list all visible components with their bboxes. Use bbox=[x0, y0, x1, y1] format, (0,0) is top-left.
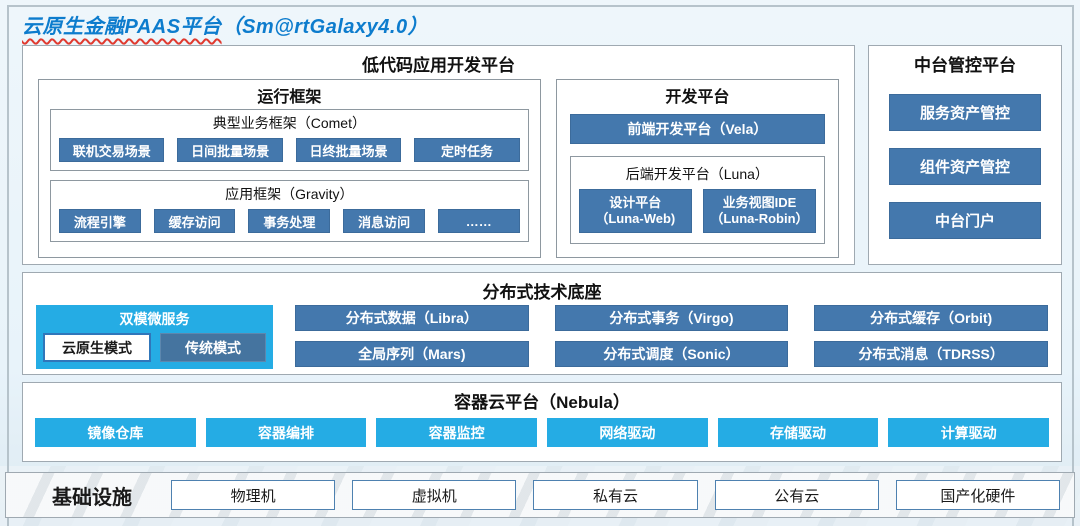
dev-platform-panel: 开发平台 前端开发平台（Vela） 后端开发平台（Luna） 设计平台 （Lun… bbox=[555, 79, 839, 258]
container-monitoring-block: 容器监控 bbox=[376, 418, 538, 447]
distributed-data-libra-block: 分布式数据（Libra） bbox=[295, 305, 529, 331]
gravity-framework-panel: 应用框架（Gravity） 流程引擎 缓存访问 事务处理 消息访问 …… bbox=[50, 180, 529, 242]
luna-web-label: 设计平台 bbox=[609, 194, 662, 210]
gravity-block-message-access: 消息访问 bbox=[343, 209, 425, 233]
component-asset-control-block: 组件资产管控 bbox=[889, 148, 1041, 185]
compute-driver-block: 计算驱动 bbox=[888, 418, 1050, 447]
distributed-scheduler-sonic-block: 分布式调度（Sonic） bbox=[554, 341, 789, 367]
gravity-block-process-engine: 流程引擎 bbox=[59, 209, 141, 233]
container-cloud-panel: 容器云平台（Nebula） 镜像仓库 容器编排 容器监控 网络驱动 存储驱动 计… bbox=[22, 382, 1062, 462]
dual-mode-title: 双模微服务 bbox=[119, 311, 190, 327]
image-registry-block: 镜像仓库 bbox=[35, 418, 196, 447]
lowcode-platform-title: 低代码应用开发平台 bbox=[362, 56, 515, 75]
distributed-base-title: 分布式技术底座 bbox=[482, 283, 602, 302]
infrastructure-strip: 基础设施 物理机 虚拟机 私有云 公有云 国产化硬件 bbox=[5, 472, 1075, 518]
page-title: 云原生金融PAAS平台（Sm@rtGalaxy4.0） bbox=[22, 10, 428, 39]
public-cloud-block: 公有云 bbox=[714, 480, 879, 510]
container-orchestration-block: 容器编排 bbox=[205, 418, 367, 447]
distributed-services-grid: 分布式数据（Libra） 分布式事务（Virgo) 分布式缓存（Orbit) 全… bbox=[295, 305, 1048, 369]
comet-framework-panel: 典型业务框架（Comet） 联机交易场景 日间批量场景 日终批量场景 定时任务 bbox=[50, 109, 529, 171]
comet-block-eod-batch: 日终批量场景 bbox=[295, 138, 402, 162]
virtual-machine-block: 虚拟机 bbox=[352, 480, 517, 510]
distributed-message-tdrss-block: 分布式消息（TDRSS） bbox=[814, 341, 1048, 367]
comet-block-scheduled-task: 定时任务 bbox=[414, 138, 520, 162]
global-sequence-mars-block: 全局序列（Mars) bbox=[295, 341, 529, 367]
vela-frontend-block: 前端开发平台（Vela） bbox=[569, 114, 825, 144]
comet-block-daytime-batch: 日间批量场景 bbox=[177, 138, 283, 162]
network-driver-block: 网络驱动 bbox=[547, 418, 708, 447]
service-asset-control-block: 服务资产管控 bbox=[889, 94, 1041, 131]
luna-backend-title: 后端开发平台（Luna） bbox=[625, 166, 769, 182]
runtime-framework-title: 运行框架 bbox=[257, 89, 322, 106]
gravity-framework-title: 应用框架（Gravity） bbox=[225, 186, 354, 202]
dev-platform-title: 开发平台 bbox=[665, 89, 730, 106]
page-title-suffix: （Sm@rtGalaxy4.0） bbox=[221, 16, 429, 38]
page-title-main: 云原生金融PAAS平台 bbox=[22, 16, 222, 38]
infrastructure-title: 基础设施 bbox=[52, 486, 132, 509]
distributed-transaction-virgo-block: 分布式事务（Virgo) bbox=[554, 305, 789, 331]
domestic-hardware-block: 国产化硬件 bbox=[895, 480, 1061, 510]
luna-web-block: 设计平台 （Luna-Web) bbox=[578, 189, 692, 233]
middle-platform-panel: 中台管控平台 服务资产管控 组件资产管控 中台门户 bbox=[868, 45, 1062, 265]
luna-backend-panel: 后端开发平台（Luna） 设计平台 （Luna-Web) 业务视图IDE （Lu… bbox=[569, 156, 825, 244]
traditional-mode-block: 传统模式 bbox=[160, 333, 266, 362]
physical-machine-block: 物理机 bbox=[171, 480, 336, 510]
gravity-block-more: …… bbox=[437, 209, 520, 233]
container-cloud-title: 容器云平台（Nebula） bbox=[454, 393, 630, 412]
private-cloud-block: 私有云 bbox=[533, 480, 698, 510]
distributed-base-panel: 分布式技术底座 双模微服务 云原生模式 传统模式 分布式数据（Libra） 分布… bbox=[22, 272, 1062, 375]
dual-mode-microservice-panel: 双模微服务 云原生模式 传统模式 bbox=[36, 305, 273, 369]
comet-block-online-trading: 联机交易场景 bbox=[59, 138, 165, 162]
middle-platform-title: 中台管控平台 bbox=[914, 56, 1016, 75]
gravity-block-cache-access: 缓存访问 bbox=[153, 209, 236, 233]
luna-robin-block: 业务视图IDE （Luna-Robin） bbox=[702, 189, 817, 233]
luna-web-sublabel: （Luna-Web) bbox=[595, 211, 676, 226]
runtime-framework-panel: 运行框架 典型业务框架（Comet） 联机交易场景 日间批量场景 日终批量场景 … bbox=[38, 79, 541, 258]
distributed-cache-orbit-block: 分布式缓存（Orbit) bbox=[814, 305, 1048, 331]
middle-platform-portal-block: 中台门户 bbox=[889, 202, 1041, 239]
comet-framework-title: 典型业务框架（Comet） bbox=[212, 115, 366, 131]
lowcode-platform-panel: 低代码应用开发平台 运行框架 典型业务框架（Comet） 联机交易场景 日间批量… bbox=[22, 45, 855, 265]
luna-robin-label: 业务视图IDE bbox=[722, 194, 797, 210]
gravity-block-transaction: 事务处理 bbox=[248, 209, 331, 233]
cloud-native-mode-block: 云原生模式 bbox=[43, 333, 151, 362]
storage-driver-block: 存储驱动 bbox=[717, 418, 879, 447]
luna-robin-sublabel: （Luna-Robin） bbox=[710, 211, 809, 226]
